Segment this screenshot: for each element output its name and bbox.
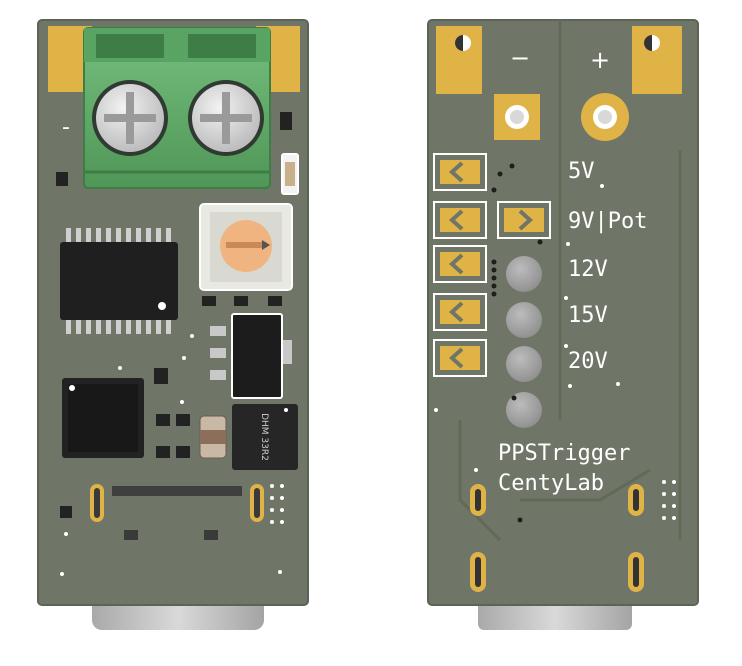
power-inductor: DHM 33R2 (232, 404, 298, 470)
jumper-12v[interactable] (433, 245, 487, 283)
voltage-label-15v: 15V (568, 303, 608, 328)
back-gold-tab-left (436, 26, 482, 94)
potentiometer[interactable] (199, 203, 293, 291)
smd-part (280, 112, 292, 130)
board-title: PPSTrigger (498, 441, 630, 466)
back-minus-label: − (510, 44, 530, 72)
jumper-20v[interactable] (433, 339, 487, 377)
back-usb-slot-upper-left (470, 484, 486, 516)
jumper-pot[interactable] (497, 201, 551, 239)
screw-terminal[interactable] (83, 27, 271, 189)
front-board: - (37, 19, 309, 630)
voltage-label-5v: 5V (568, 159, 595, 184)
back-plus-label: + (590, 46, 610, 74)
soic-ic (60, 228, 178, 334)
jumper-15v[interactable] (433, 293, 487, 331)
voltage-label-9v-pot: 9V|Pot (568, 209, 647, 234)
test-pad-1[interactable] (506, 256, 542, 292)
voltage-label-20v: 20V (568, 349, 608, 374)
qfn-ic (62, 378, 144, 458)
voltage-label-12v: 12V (568, 257, 608, 282)
inductor-marking: DHM 33R2 (259, 413, 269, 461)
front-via-grid (270, 484, 284, 524)
back-gold-tab-right (632, 26, 682, 94)
back-board: − + (427, 19, 699, 630)
front-minus-label: - (62, 115, 70, 140)
board-author: CentyLab (498, 471, 604, 496)
test-pad-2[interactable] (506, 302, 542, 338)
back-pcb (428, 20, 698, 605)
pad-positive[interactable] (581, 93, 629, 141)
jumper-9v[interactable] (433, 201, 487, 239)
jumper-5v[interactable] (433, 153, 487, 191)
test-pad-4[interactable] (506, 392, 542, 428)
back-usb-slot-lower-right (628, 552, 644, 592)
back-usb-slot-upper-right (628, 484, 644, 516)
back-via-grid (662, 480, 676, 520)
mosfet-package (210, 313, 292, 399)
back-usb-slot-lower-left (470, 552, 486, 592)
test-pad-3[interactable] (506, 346, 542, 382)
pad-negative[interactable] (494, 94, 540, 140)
